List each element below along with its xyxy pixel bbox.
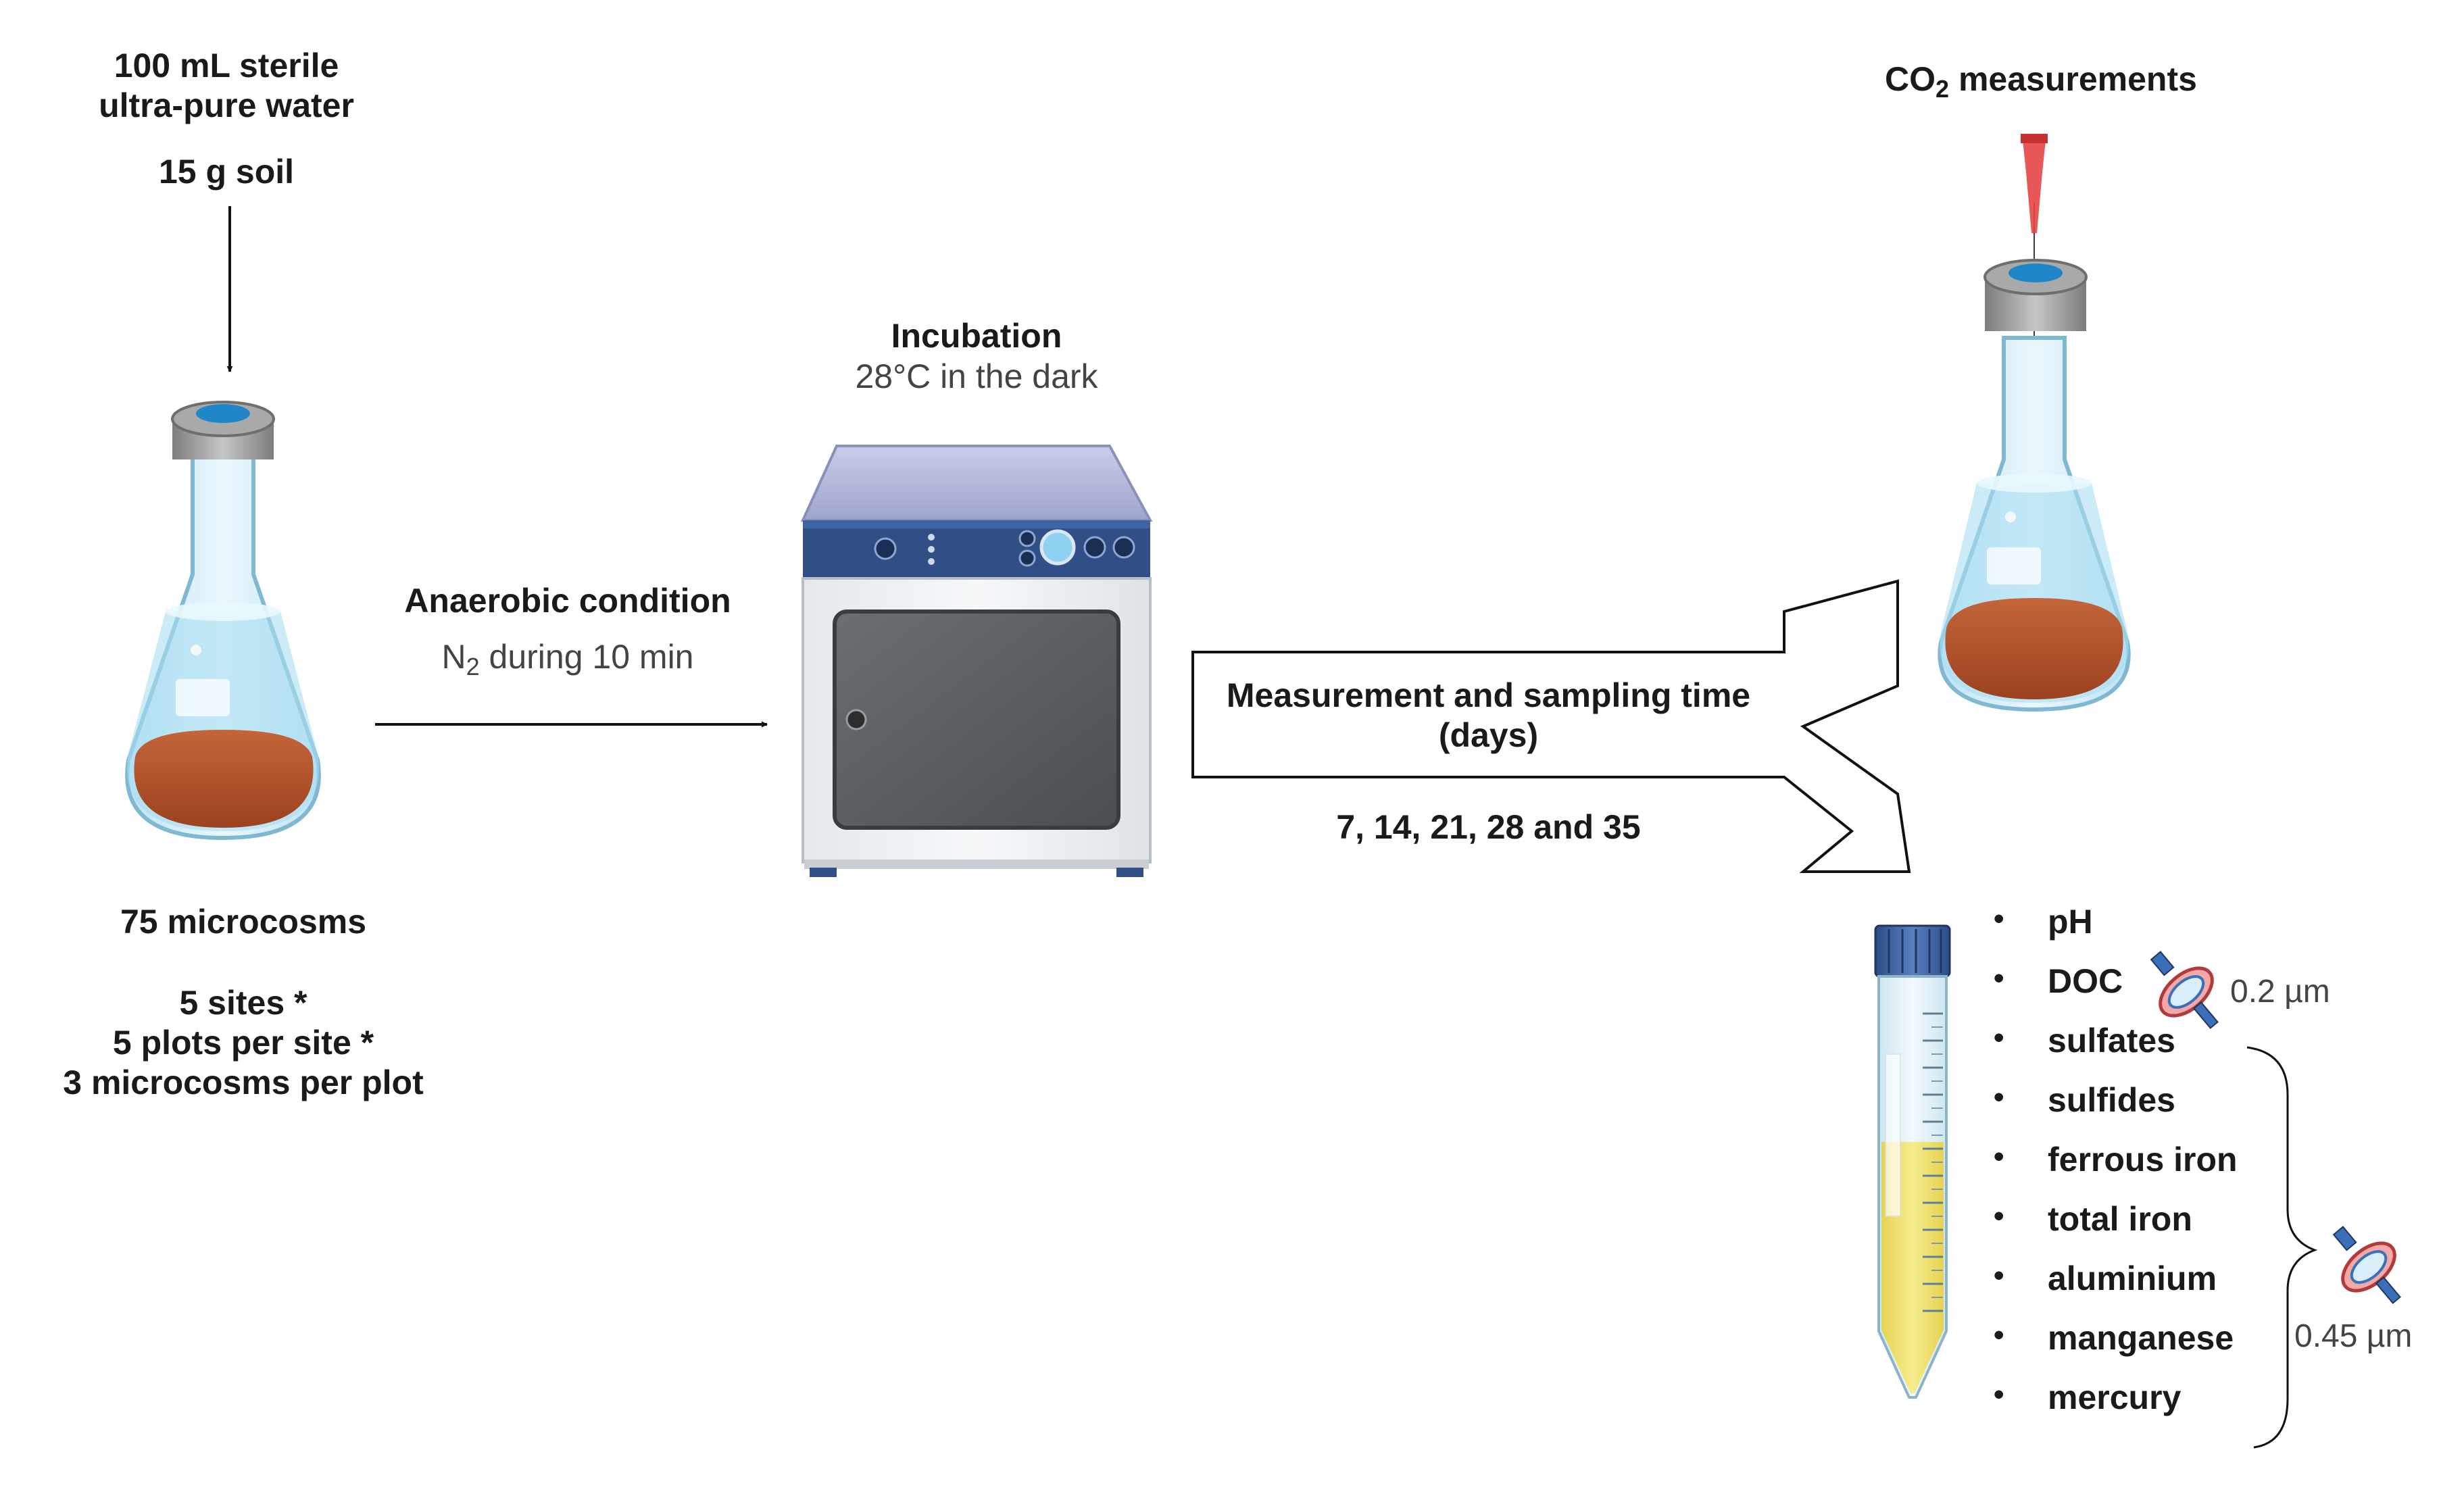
microcosm-count-label: 75 microcosms	[120, 903, 367, 941]
bullet: •	[1994, 1080, 2004, 1114]
anaerobic-title: Anaerobic condition	[404, 582, 731, 620]
gas-subscript: 2	[466, 653, 480, 681]
flask-cap	[171, 401, 275, 459]
tube-graduations	[1923, 1012, 1943, 1312]
bullet: •	[1994, 962, 2004, 995]
gas-duration: during 10 min	[479, 638, 694, 676]
design-line3: 3 microcosms per plot	[63, 1064, 424, 1101]
door-handle-icon	[845, 709, 867, 730]
tube-cap	[1874, 924, 1951, 978]
analysis-label: mercury	[2048, 1378, 2182, 1416]
bullet: •	[1994, 1378, 2004, 1411]
sampling-days: 7, 14, 21, 28 and 35	[1336, 808, 1641, 846]
split-arrow	[1191, 579, 1911, 873]
analysis-label: sulfides	[2048, 1081, 2175, 1119]
co2-flask	[1938, 134, 2131, 712]
syringe-filter-icon-large	[2332, 1226, 2401, 1304]
incubator-door	[833, 609, 1120, 830]
co2-text: measurements	[1949, 60, 2197, 98]
incubation-condition: 28°C in the dark	[855, 357, 1098, 395]
dial-icon	[1039, 529, 1076, 566]
measurement-title-line1: Measurement and sampling time	[1226, 676, 1751, 714]
bullet: •	[1994, 1199, 2004, 1232]
co2-symbol: CO	[1885, 60, 1936, 98]
analysis-label: ferrous iron	[2048, 1141, 2238, 1178]
syringe-filter-icon	[2150, 951, 2219, 1029]
analysis-label: aluminium	[2048, 1260, 2217, 1297]
input-water-line1: 100 mL sterile	[114, 47, 339, 84]
soil-flask	[125, 401, 321, 841]
input-soil-label: 15 g soil	[158, 153, 295, 191]
co2-label: CO2 measurements	[1825, 59, 2257, 104]
gas-symbol: N	[441, 638, 466, 676]
input-water-line2: ultra-pure water	[99, 86, 354, 124]
analysis-label: manganese	[2048, 1319, 2234, 1357]
bullet: •	[1994, 1259, 2004, 1292]
co2-subscript: 2	[1936, 75, 1950, 103]
design-line1: 5 sites *	[179, 984, 307, 1022]
filter-large-label: 0.45 µm	[2294, 1318, 2413, 1354]
analyses-brace	[2246, 1046, 2318, 1449]
design-line2: 5 plots per site *	[112, 1024, 374, 1062]
filter-small-label: 0.2 µm	[2230, 974, 2330, 1010]
sample-tube	[1874, 924, 1951, 1399]
measurement-title-line2: (days)	[1438, 716, 1539, 754]
analysis-label: DOC	[2048, 962, 2123, 1000]
flask-cap-2	[1983, 259, 2088, 331]
soil-sediment	[134, 730, 314, 828]
analysis-label: pH	[2048, 903, 2093, 941]
incubator	[800, 445, 1153, 877]
soil-sediment-2	[1945, 598, 2123, 699]
incubation-title: Incubation	[891, 317, 1062, 355]
input-water-label: 100 mL sterile ultra-pure water	[27, 46, 426, 126]
anaerobic-gas-label: N2 during 10 min	[365, 637, 770, 682]
bullet: •	[1994, 1021, 2004, 1054]
control-knob-icon	[874, 537, 897, 560]
bullet: •	[1994, 1318, 2004, 1351]
bullet: •	[1994, 1140, 2004, 1173]
design-label: 5 sites * 5 plots per site * 3 microcosm…	[27, 983, 460, 1103]
measurement-title: Measurement and sampling time (days)	[1193, 676, 1784, 755]
indicator-dots-icon	[928, 534, 935, 565]
incubator-top	[800, 445, 1153, 522]
analysis-label: sulfates	[2048, 1022, 2175, 1060]
bullet: •	[1994, 902, 2004, 935]
analysis-label: total iron	[2048, 1200, 2192, 1238]
